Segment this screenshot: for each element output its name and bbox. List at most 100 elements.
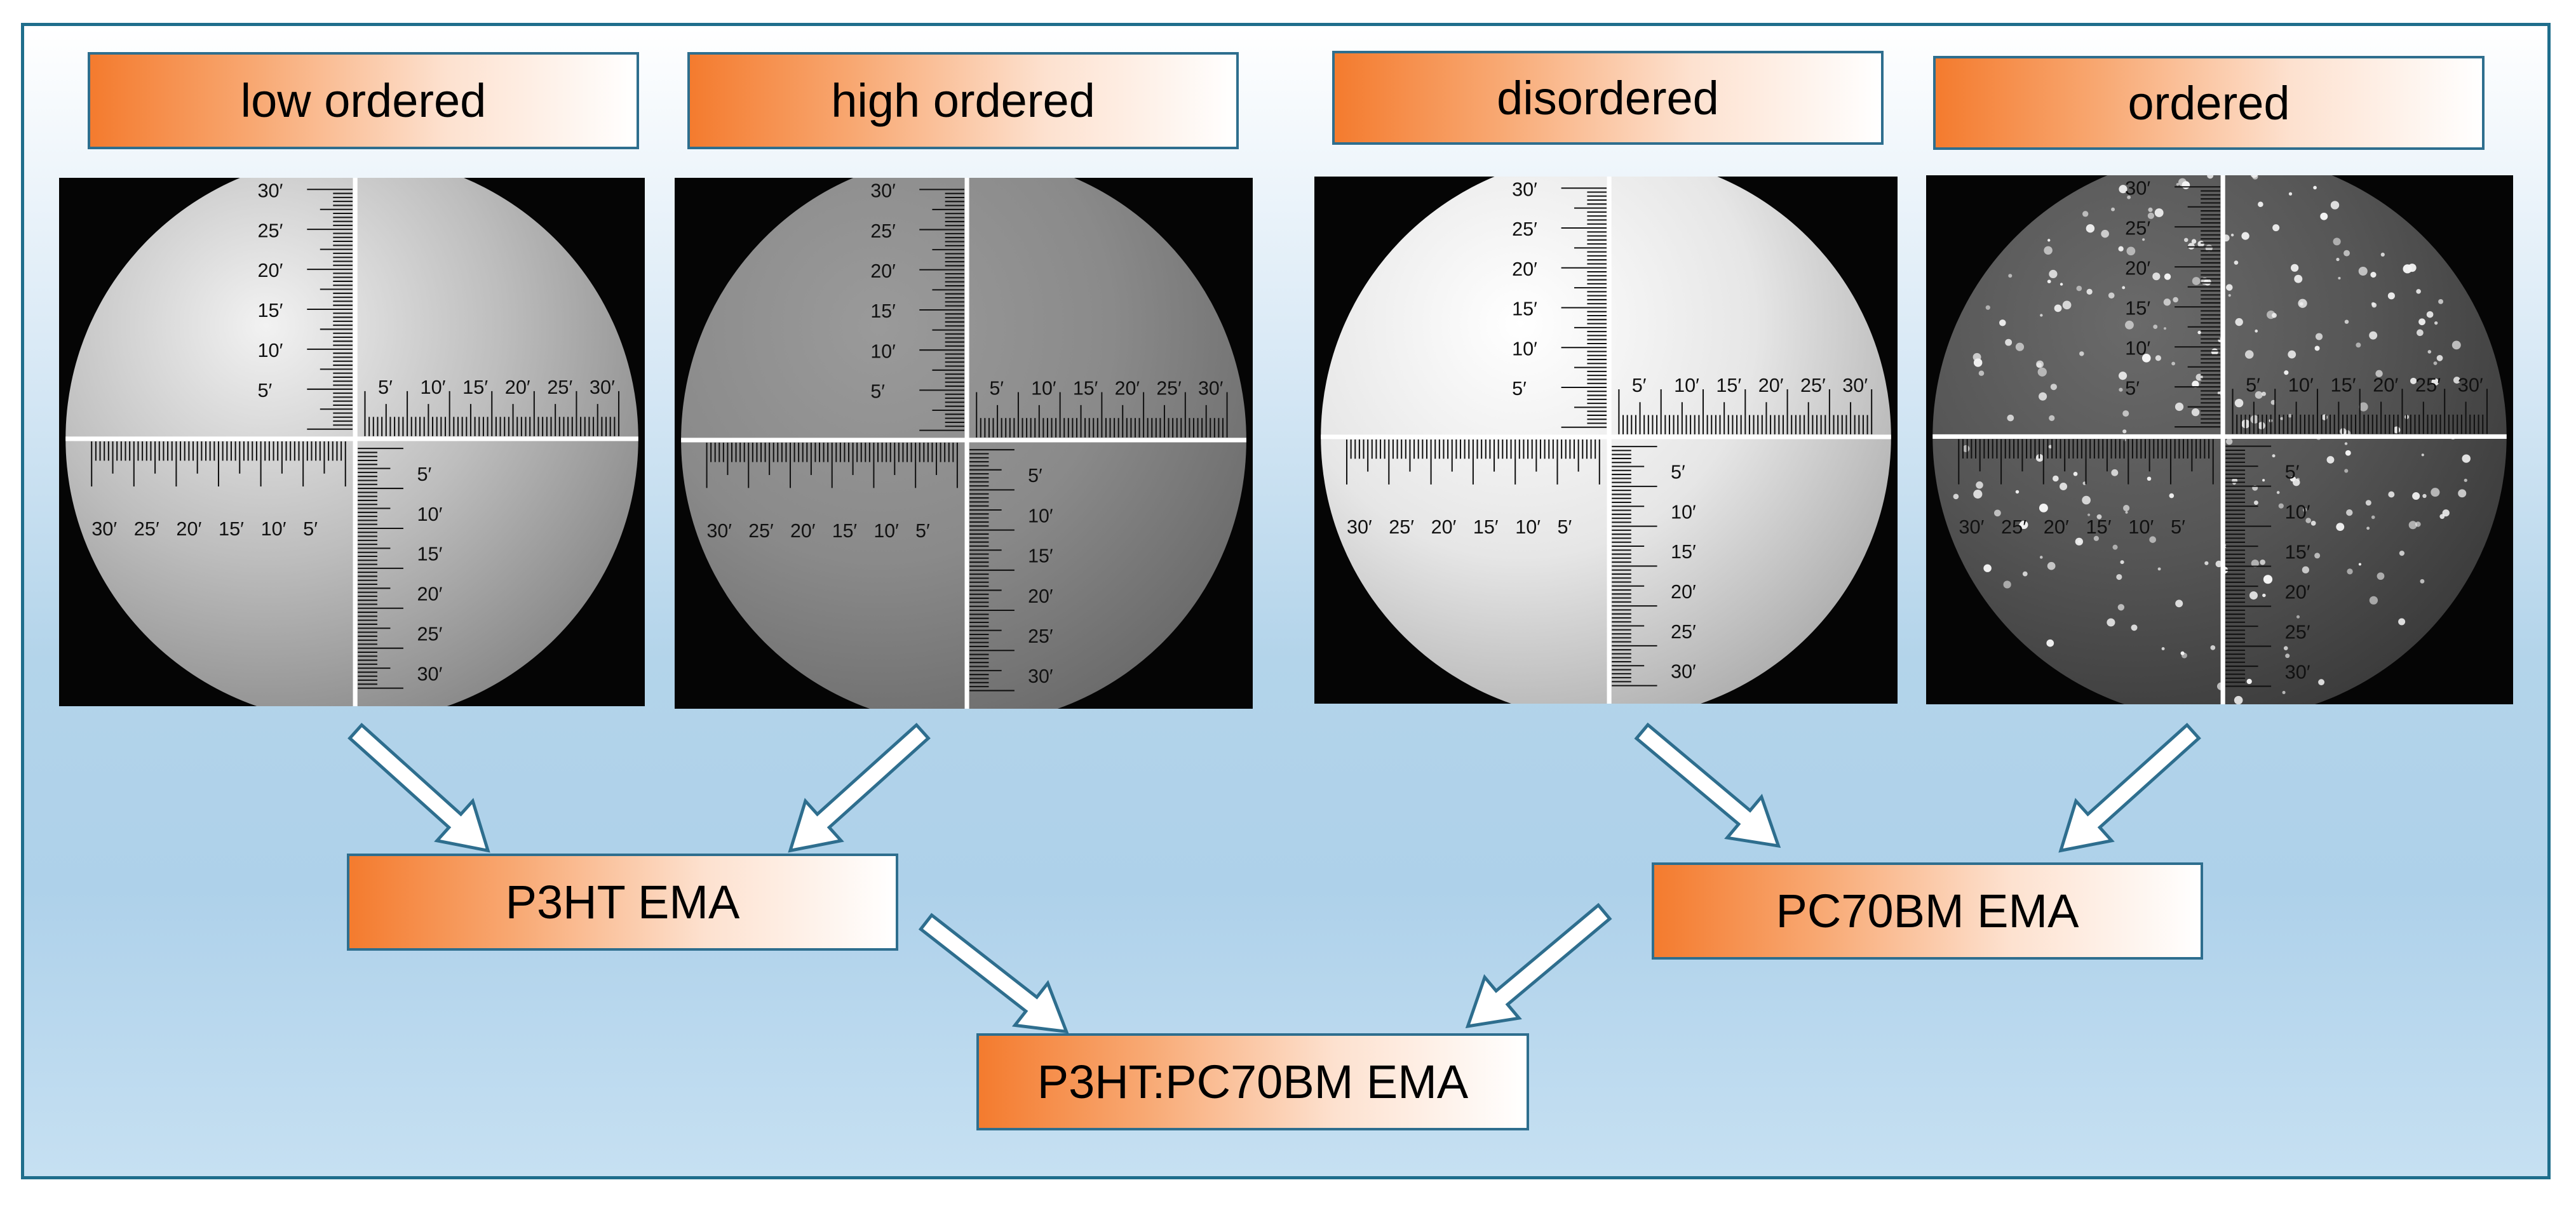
svg-text:20′: 20′ (2044, 516, 2069, 538)
svg-text:5′: 5′ (1671, 462, 1685, 483)
svg-text:15′: 15′ (1716, 375, 1741, 396)
reticle-svg: 5′ 10′ 15′ 20′ 25′ 30′ 30′ 25′ 20′ 15′ 10′ 5′ 30′ 25′… (1314, 177, 1898, 704)
svg-text:20′: 20′ (417, 584, 442, 605)
svg-text:25′: 25′ (1671, 621, 1696, 643)
micrograph-disordered: 5′ 10′ 15′ 20′ 25′ 30′ 30′ 25′ 20′ 15′ 10′ 5′ 30′ 25′… (1314, 177, 1898, 704)
svg-text:15′: 15′ (2125, 298, 2150, 319)
svg-text:30′: 30′ (2458, 374, 2483, 396)
svg-text:30′: 30′ (1347, 516, 1372, 538)
svg-text:5′: 5′ (1028, 465, 1042, 486)
svg-text:15′: 15′ (1473, 516, 1499, 538)
svg-text:10′: 10′ (1674, 375, 1699, 396)
svg-text:25′: 25′ (870, 220, 896, 242)
svg-text:5′: 5′ (417, 464, 431, 485)
svg-text:25′: 25′ (2285, 622, 2310, 643)
svg-text:10′: 10′ (2288, 374, 2314, 396)
svg-text:20′: 20′ (257, 260, 283, 281)
svg-text:15′: 15′ (2285, 542, 2310, 563)
svg-text:10′: 10′ (421, 377, 446, 398)
label-disordered: disordered (1332, 51, 1884, 145)
reticle-svg: 5′ 10′ 15′ 20′ 25′ 30′ 30′ 25′ 20′ 15′ 10′ 5′ 30′ 25′… (59, 178, 645, 706)
svg-text:10′: 10′ (1671, 502, 1696, 523)
svg-text:5′: 5′ (303, 518, 318, 540)
svg-text:30′: 30′ (2125, 178, 2150, 199)
svg-text:20′: 20′ (2125, 258, 2150, 279)
svg-text:25′: 25′ (2001, 516, 2026, 538)
micrograph-ordered: 5′ 10′ 15′ 20′ 25′ 30′ 30′ 25′ 20′ 15′ 10′ 5′ 30′ 25′… (1926, 175, 2513, 704)
svg-text:30′: 30′ (417, 664, 442, 685)
svg-text:20′: 20′ (1671, 581, 1696, 603)
field-of-view (1321, 177, 1891, 704)
svg-text:15′: 15′ (1512, 298, 1537, 320)
svg-text:20′: 20′ (790, 520, 816, 542)
svg-text:5′: 5′ (915, 520, 930, 542)
svg-text:5′: 5′ (870, 381, 885, 403)
svg-text:15′: 15′ (870, 300, 896, 322)
reticle-svg: 5′ 10′ 15′ 20′ 25′ 30′ 30′ 25′ 20′ 15′ 10′ 5′ 30′ 25′… (1926, 175, 2513, 704)
svg-text:20′: 20′ (1512, 258, 1537, 280)
svg-text:10′: 10′ (261, 518, 287, 540)
svg-text:25′: 25′ (1028, 626, 1053, 647)
svg-text:25′: 25′ (1512, 218, 1537, 240)
svg-text:5′: 5′ (1558, 516, 1572, 538)
svg-text:10′: 10′ (1515, 516, 1541, 538)
label-blend-ema: P3HT:PC70BM EMA (976, 1033, 1529, 1130)
svg-text:20′: 20′ (505, 377, 530, 398)
svg-text:10′: 10′ (2285, 502, 2310, 523)
svg-text:30′: 30′ (1028, 666, 1053, 687)
svg-text:25′: 25′ (1156, 377, 1182, 399)
svg-text:30′: 30′ (257, 180, 283, 202)
svg-text:20′: 20′ (1028, 586, 1053, 607)
svg-text:15′: 15′ (2331, 374, 2356, 396)
svg-text:25′: 25′ (257, 220, 283, 241)
svg-text:5′: 5′ (2125, 378, 2140, 399)
svg-text:30′: 30′ (91, 518, 117, 540)
svg-text:25′: 25′ (1800, 375, 1826, 396)
svg-text:20′: 20′ (870, 260, 896, 282)
svg-text:10′: 10′ (873, 520, 899, 542)
svg-text:10′: 10′ (2128, 516, 2154, 538)
svg-text:5′: 5′ (1632, 375, 1647, 396)
svg-text:15′: 15′ (1671, 541, 1696, 563)
micrograph-high-ordered: 5′10′15′20′25′30′30′25′20′15′10′5′30′25′… (675, 178, 1253, 709)
svg-text:20′: 20′ (1431, 516, 1457, 538)
svg-text:15′: 15′ (832, 520, 858, 542)
svg-text:15′: 15′ (417, 544, 442, 565)
svg-text:5′: 5′ (378, 377, 393, 398)
svg-text:25′: 25′ (547, 377, 572, 398)
label-pc70bm-ema: PC70BM EMA (1652, 862, 2203, 960)
svg-text:25′: 25′ (2415, 374, 2441, 396)
svg-text:10′: 10′ (870, 340, 896, 362)
field-of-view (681, 178, 1246, 709)
reticle-svg: 5′10′15′20′25′30′30′25′20′15′10′5′30′25′… (675, 178, 1253, 709)
svg-text:15′: 15′ (219, 518, 244, 540)
svg-text:5′: 5′ (989, 377, 1004, 399)
svg-text:25′: 25′ (748, 520, 774, 542)
svg-text:30′: 30′ (1512, 178, 1537, 200)
svg-text:30′: 30′ (870, 180, 896, 201)
svg-text:10′: 10′ (1031, 377, 1056, 399)
svg-text:15′: 15′ (1073, 377, 1098, 399)
svg-text:15′: 15′ (1028, 545, 1053, 566)
svg-text:5′: 5′ (2171, 516, 2185, 538)
svg-text:20′: 20′ (176, 518, 201, 540)
svg-text:30′: 30′ (2285, 662, 2310, 683)
svg-text:10′: 10′ (417, 504, 442, 525)
svg-text:20′: 20′ (1115, 377, 1140, 399)
svg-text:5′: 5′ (257, 380, 272, 401)
svg-text:5′: 5′ (2285, 462, 2300, 483)
svg-text:5′: 5′ (1512, 378, 1527, 399)
svg-text:30′: 30′ (1959, 516, 1984, 538)
svg-text:15′: 15′ (257, 300, 283, 321)
svg-text:30′: 30′ (1671, 661, 1696, 683)
svg-text:5′: 5′ (2246, 374, 2260, 396)
svg-text:20′: 20′ (2285, 582, 2310, 603)
svg-text:25′: 25′ (134, 518, 159, 540)
svg-text:10′: 10′ (1512, 338, 1537, 359)
svg-text:20′: 20′ (1758, 375, 1784, 396)
svg-text:15′: 15′ (2086, 516, 2112, 538)
svg-text:20′: 20′ (2373, 374, 2398, 396)
label-p3ht-ema: P3HT EMA (347, 854, 898, 951)
svg-text:30′: 30′ (1842, 375, 1868, 396)
field-of-view (1932, 175, 2507, 704)
